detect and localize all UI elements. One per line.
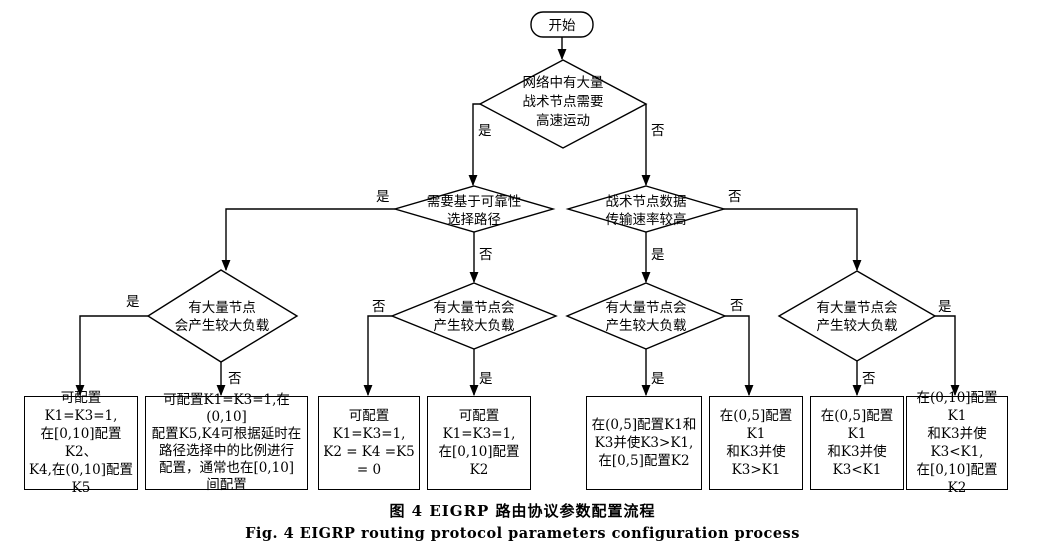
edge-d3-d7 (724, 208, 862, 272)
start-label: 开始 (549, 18, 577, 34)
result-box-5-line1: 在(0,5]配置K1和 (591, 417, 697, 433)
edge-label-yes-d3: 是 (651, 247, 665, 263)
result-box-2: 可配置K1=K3=1,在(0,10] 配置K5,K4可根据延时在 路径选择中的比… (145, 392, 308, 493)
result-box-6: 在(0,5]配置K1 和K3并使 K3>K1 (709, 396, 803, 490)
edge-d5-b3 (363, 315, 392, 397)
edge-label-yes-d7: 是 (938, 299, 952, 315)
edge-label-no-d5: 否 (372, 299, 386, 315)
edge-label-yes-d5: 是 (479, 371, 493, 387)
result-box-8-line3: 在[0,10]配置K2 (916, 462, 998, 496)
edge-d2-d4 (221, 208, 395, 272)
decision-heavy-load-3-line1: 有大量节点会 (606, 300, 687, 316)
edge-label-no-d6: 否 (730, 298, 744, 314)
edge-label-yes-d6: 是 (651, 371, 665, 387)
result-box-6-line2: 和K3并使 (726, 444, 786, 460)
result-box-3: 可配置K1=K3=1, K2 = K4 =K5 = 0 (318, 396, 420, 490)
result-box-3-line1: 可配置K1=K3=1, (332, 408, 406, 442)
result-box-8-line1: 在(0,10]配置K1 (916, 390, 998, 424)
result-box-3-line2: K2 = K4 =K5 = 0 (323, 444, 415, 478)
result-box-8-line2: 和K3并使K3<K1, (927, 426, 987, 460)
result-box-2-line1: 可配置K1=K3=1,在(0,10] (163, 392, 290, 425)
decision-heavy-load-3-line2: 产生较大负载 (606, 318, 687, 334)
result-box-2-line4: 配置，通常也在[0,10] (158, 460, 295, 476)
edge-label-no-d4: 否 (228, 371, 242, 387)
result-box-4-line2: 在[0,10]配置K2 (438, 444, 520, 478)
decision-heavy-load-2-line2: 产生较大负载 (434, 318, 515, 334)
decision-high-rate-line2: 传输速率较高 (606, 211, 687, 228)
result-box-4-line1: 可配置K1=K3=1, (442, 408, 516, 442)
result-box-2-line2: 配置K5,K4可根据延时在 (151, 426, 302, 442)
edge-label-no-d2: 否 (479, 247, 493, 263)
decision-high-mobility-line3: 高速运动 (536, 112, 590, 129)
decision-heavy-load-4-line1: 有大量节点会 (817, 300, 898, 316)
decision-high-mobility-line2: 战术节点需要 (523, 94, 604, 110)
result-box-1: 可配置K1=K3=1, 在[0,10]配置K2、 K4,在(0,10]配置K5 (24, 390, 138, 496)
result-box-6-line1: 在(0,5]配置K1 (719, 408, 793, 442)
result-box-2-line3: 路径选择中的比例进行 (159, 443, 294, 459)
figure-caption-en: Fig. 4 EIGRP routing protocol parameters… (245, 525, 800, 542)
decision-heavy-load-2-line1: 有大量节点会 (434, 300, 515, 316)
result-box-8: 在(0,10]配置K1 和K3并使K3<K1, 在[0,10]配置K2 (906, 390, 1008, 496)
result-box-7-line1: 在(0,5]配置K1 (820, 408, 894, 442)
result-box-1-line1: 可配置K1=K3=1, (44, 390, 118, 424)
edge-label-yes-d2: 是 (376, 189, 390, 205)
decision-heavy-load-2 (390, 282, 558, 350)
edge-label-no-d7: 否 (862, 371, 876, 387)
decision-reliability-line2: 选择路径 (447, 212, 501, 228)
decision-heavy-load-1-line2: 会产生较大负载 (175, 318, 270, 334)
edge-d6-b6 (725, 315, 754, 397)
result-box-6-line3: K3>K1 (731, 462, 781, 478)
decision-heavy-load-4 (777, 270, 937, 362)
result-box-1-line2: 在[0,10]配置K2、 (40, 426, 122, 460)
result-box-7-line3: K3<K1 (832, 462, 882, 478)
edge-label-no-d1: 否 (651, 123, 665, 139)
result-box-5: 在(0,5]配置K1和 K3并使K3>K1, 在[0,5]配置K2 (586, 396, 702, 490)
edge-d7-b8 (935, 315, 960, 397)
edge-label-yes-d1: 是 (478, 123, 492, 139)
decision-reliability-line1: 需要基于可靠性 (427, 193, 522, 210)
edge-d1-d2 (468, 103, 480, 187)
result-box-7: 在(0,5]配置K1 和K3并使 K3<K1 (810, 396, 904, 490)
decision-heavy-load-1 (146, 269, 299, 363)
decision-heavy-load-3 (565, 282, 727, 350)
decision-heavy-load-4-line2: 产生较大负载 (817, 318, 898, 334)
decision-high-mobility-line1: 网络中有大量 (523, 75, 604, 91)
result-box-2-line5: 间配置 (206, 477, 247, 493)
decision-high-mobility (478, 59, 648, 149)
edge-label-yes-d4: 是 (126, 294, 140, 310)
figure-caption-cn: 图 4 EIGRP 路由协议参数配置流程 (389, 502, 656, 520)
result-box-5-line2: K3并使K3>K1, (594, 435, 694, 451)
result-box-4: 可配置K1=K3=1, 在[0,10]配置K2 (427, 396, 531, 490)
decision-high-rate-line1: 战术节点数据 (606, 194, 687, 210)
result-box-7-line2: 和K3并使 (827, 444, 887, 460)
decision-heavy-load-1-line1: 有大量节点 (188, 300, 256, 316)
edge-label-no-d3: 否 (728, 189, 742, 205)
flowchart: 开始 网络中有大量 战术节点需要 高速运动 是 否 需要基于可靠性 选择路径 战… (75, 11, 960, 397)
edge-d4-b1 (75, 315, 148, 397)
result-box-5-line3: 在[0,5]配置K2 (598, 453, 690, 469)
result-box-1-line3: K4,在(0,10]配置K5 (28, 462, 134, 496)
